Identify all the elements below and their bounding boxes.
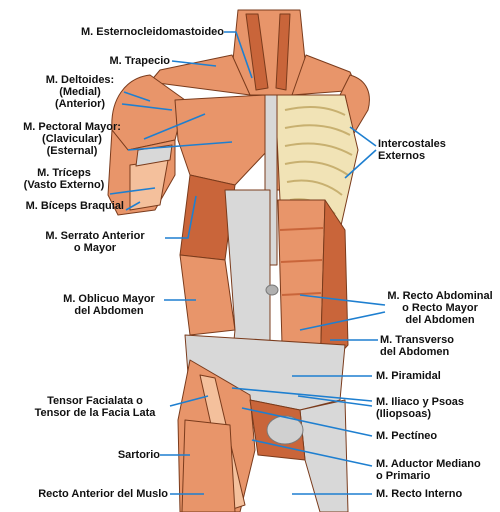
leader-lines [109, 31, 386, 495]
body-figure [107, 9, 370, 512]
leader-deltoides-medial [123, 91, 151, 102]
leader-recto-abdominal [299, 294, 386, 306]
leader-serrato [165, 195, 197, 239]
label-recto-interno: M. Recto Interno [376, 488, 463, 500]
leader-tensor [169, 395, 209, 407]
leader-deltoides-anterior [121, 103, 173, 111]
elbow-tendon [135, 144, 173, 167]
external-oblique-muscle [179, 254, 236, 336]
label-pectoral-mayor: M. Pectoral Mayor:(Clavicular)(Esternal) [23, 121, 121, 157]
label-iliaco-psoas: M. Iliaco y Psoas(Iliopsoas) [376, 396, 465, 420]
leader-pectoral-esternal [127, 141, 233, 151]
label-piramidal: M. Piramidal [376, 370, 441, 382]
leader-biceps [125, 201, 141, 211]
navel [265, 284, 279, 296]
rectus-abdominis-segments [279, 227, 324, 296]
genitals [266, 415, 304, 445]
label-sartorio: Sartorio [117, 449, 160, 461]
leader-pectoral-clavicular [143, 113, 206, 140]
leader-intercostales-1 [349, 126, 377, 147]
label-biceps-braquial: M. Bíceps Braquial [25, 200, 124, 212]
leader-intercostales-2 [344, 149, 377, 179]
pectoral-muscle [174, 94, 269, 186]
label-recto-anterior-muslo: Recto Anterior del Muslo [38, 488, 168, 500]
rectus-femoris-muscle [181, 419, 236, 512]
label-trapecio: M. Trapecio [109, 55, 170, 67]
label-esternocleidomastoideo: M. Esternocleidomastoideo [80, 26, 224, 38]
label-deltoides: M. Deltoides:(Medial)(Anterior) [45, 74, 115, 110]
sternocleidomastoid-muscle-right [275, 13, 291, 91]
label-triceps: M. Tríceps(Vasto Externo) [23, 167, 105, 191]
leader-esternocleido [224, 31, 253, 79]
leader-recto-abdominal-2 [299, 311, 386, 331]
biceps-muscle [129, 159, 169, 211]
label-pectineo: M. Pectíneo [376, 430, 438, 442]
leader-iliaco-2 [297, 395, 373, 407]
transverse-abdominis-muscle [319, 199, 349, 376]
leader-trapecio [171, 60, 217, 67]
sternocleidomastoid-muscle [245, 13, 269, 91]
leader-triceps [109, 187, 156, 195]
leader-aductor [251, 439, 373, 467]
leader-iliaco-1 [231, 387, 373, 402]
leader-pectineo [241, 407, 373, 437]
